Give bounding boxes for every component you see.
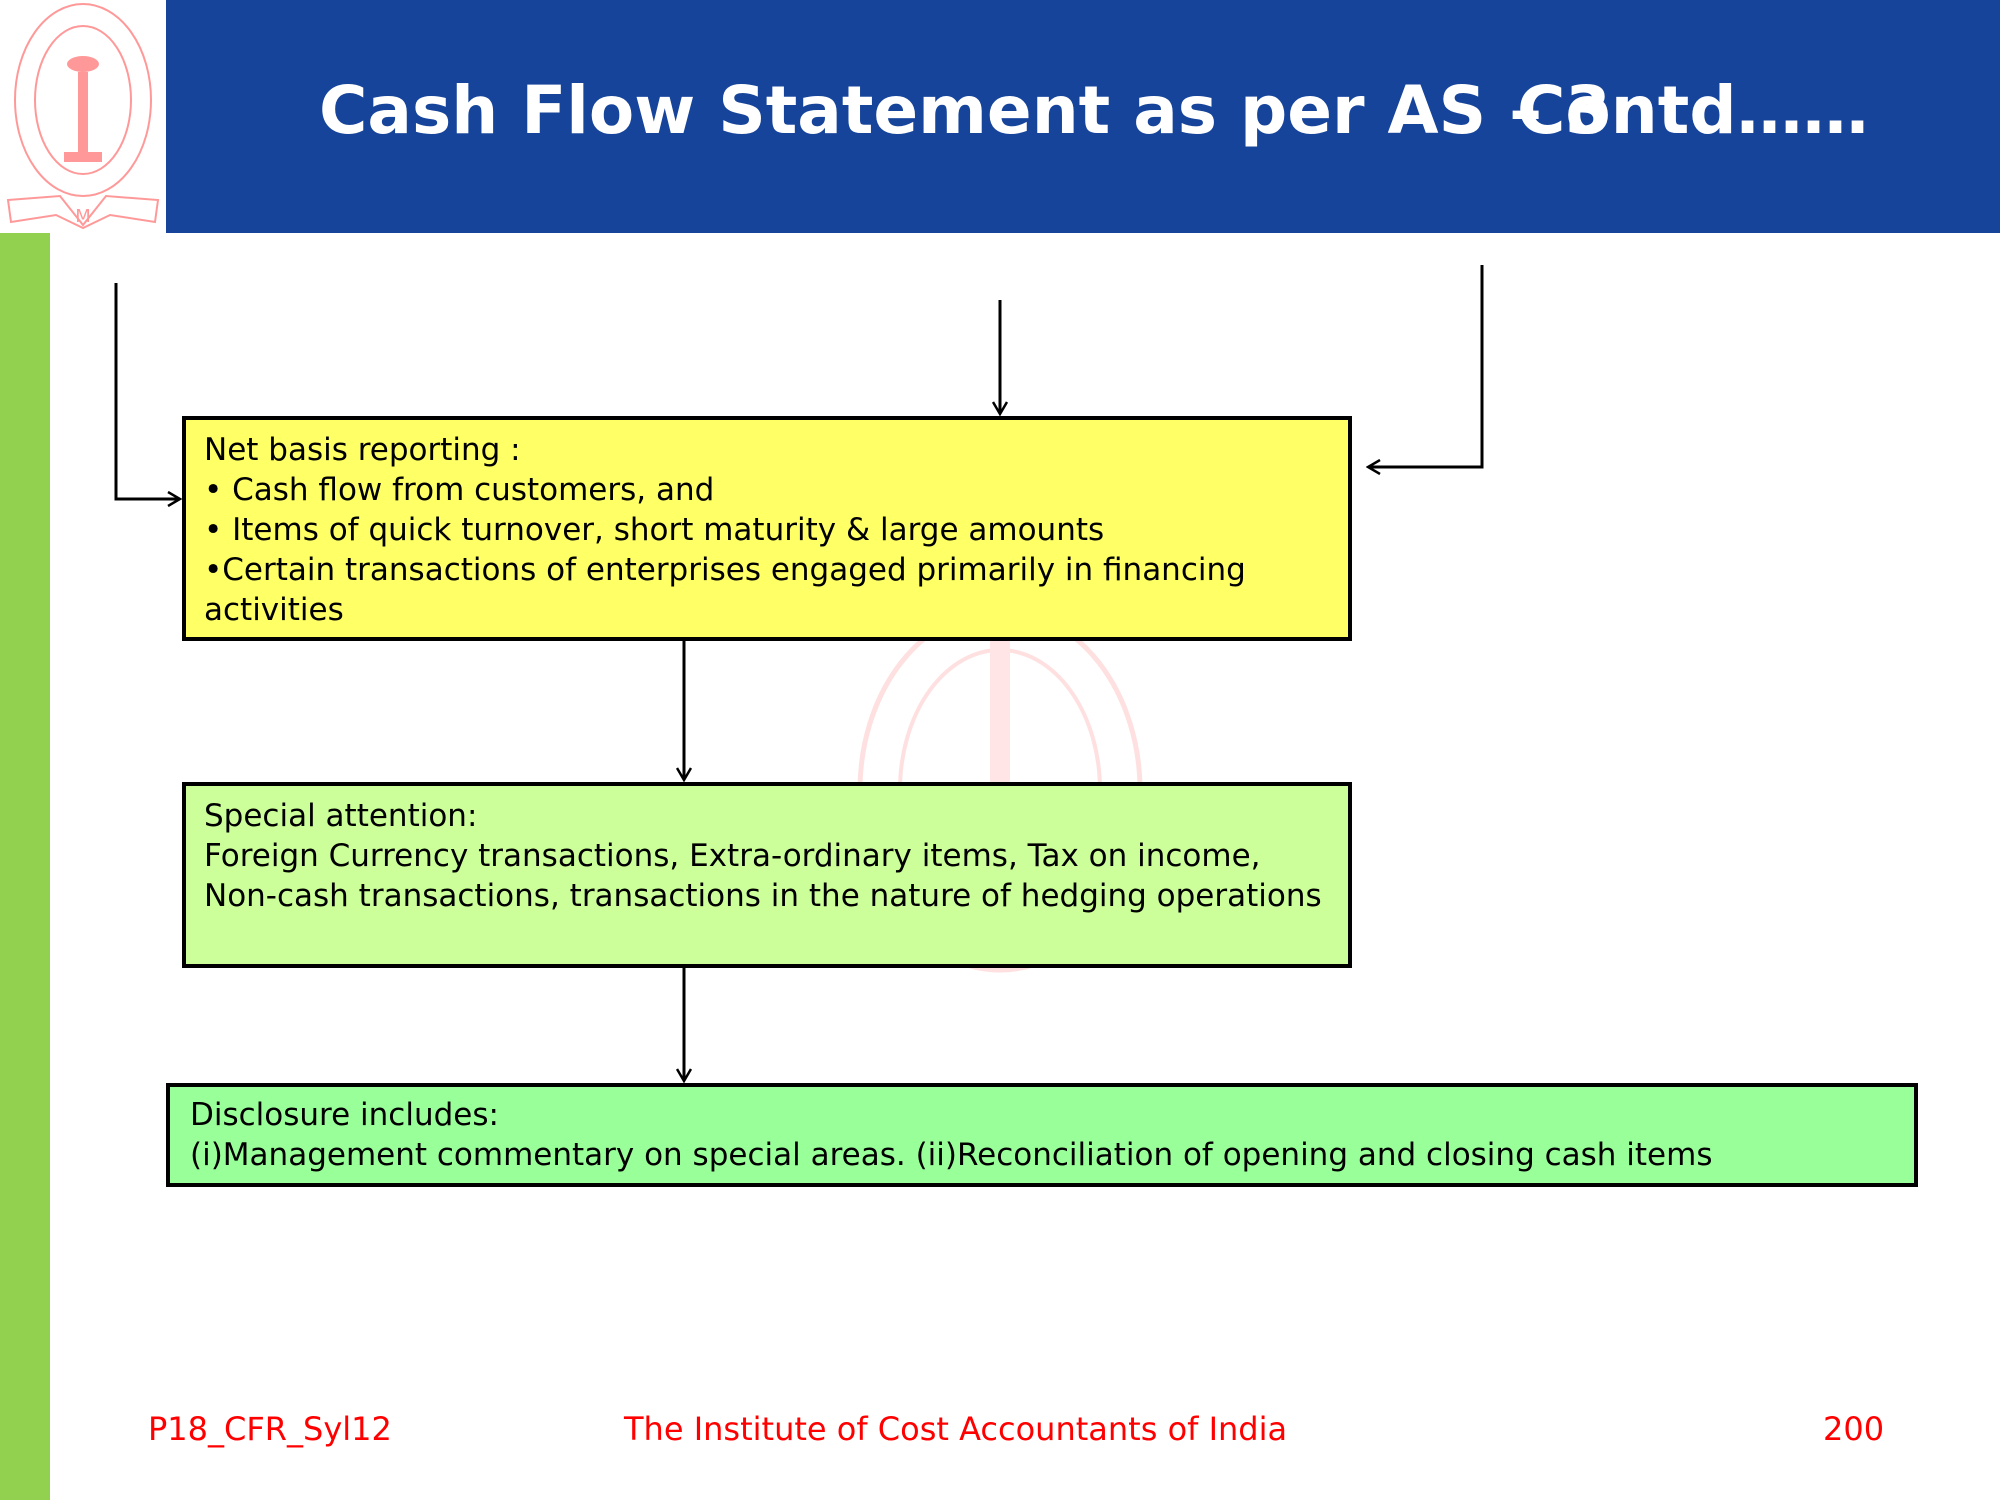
special-attention-box: Special attention: Foreign Currency tran… — [182, 782, 1352, 968]
disclosure-heading: Disclosure includes: — [190, 1097, 499, 1133]
institute-logo: M — [0, 0, 166, 233]
net-basis-box: Net basis reporting : • Cash flow from c… — [182, 416, 1352, 641]
footer-page-number: 200 — [1823, 1410, 1885, 1448]
side-strip — [0, 233, 50, 1500]
net-basis-item: •Certain transactions of enterprises eng… — [204, 552, 1246, 628]
arrow-left-to-net-basis — [114, 283, 180, 499]
arrow-right-to-net-basis — [1368, 265, 1484, 467]
disclosure-box: Disclosure includes: (i)Management comme… — [166, 1083, 1918, 1187]
footer-institute: The Institute of Cost Accountants of Ind… — [624, 1410, 1288, 1448]
disclosure-body: (i)Management commentary on special area… — [190, 1137, 1713, 1173]
footer-code: P18_CFR_Syl12 — [148, 1410, 392, 1448]
special-attention-heading: Special attention: — [204, 798, 478, 834]
slide-header — [166, 0, 2000, 233]
slide-title-suffix: Contd…… — [1517, 72, 1869, 149]
svg-text:M: M — [75, 206, 91, 227]
net-basis-heading: Net basis reporting : — [204, 432, 521, 468]
net-basis-item: • Items of quick turnover, short maturit… — [204, 512, 1105, 548]
slide-title: Cash Flow Statement as per AS – 3 — [319, 72, 1612, 149]
net-basis-item: • Cash flow from customers, and — [204, 472, 715, 508]
special-attention-body: Foreign Currency transactions, Extra-ord… — [204, 838, 1322, 914]
